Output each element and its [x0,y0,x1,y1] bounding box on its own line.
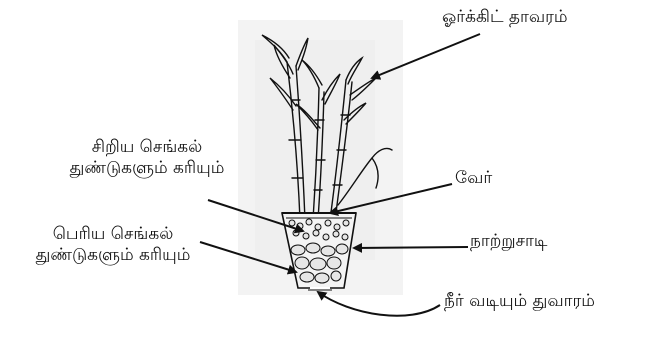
label-root: வேர் [455,168,492,189]
label-large-bricks-charcoal: பெரிய செங்கல் துண்டுகளும் கரியும் [8,224,218,267]
arrow-pot [354,247,468,248]
label-small-bricks-line2: துண்டுகளும் கரியும் [52,158,242,179]
label-large-bricks-line1: பெரிய செங்கல் [8,224,218,245]
label-nursery-pot: நாற்றுசாடி [470,231,547,252]
label-drainage-hole: நீர் வடியும் துவாரம் [444,291,595,312]
label-large-bricks-line2: துண்டுகளும் கரியும் [8,245,218,266]
label-small-bricks-line1: சிறிய செங்கல் [52,137,242,158]
label-small-bricks-charcoal: சிறிய செங்கல் துண்டுகளும் கரியும் [52,137,242,180]
arrow-drainage-hole [318,292,440,316]
label-orchid-plant: ஓர்க்கிட் தாவரம் [442,7,568,28]
